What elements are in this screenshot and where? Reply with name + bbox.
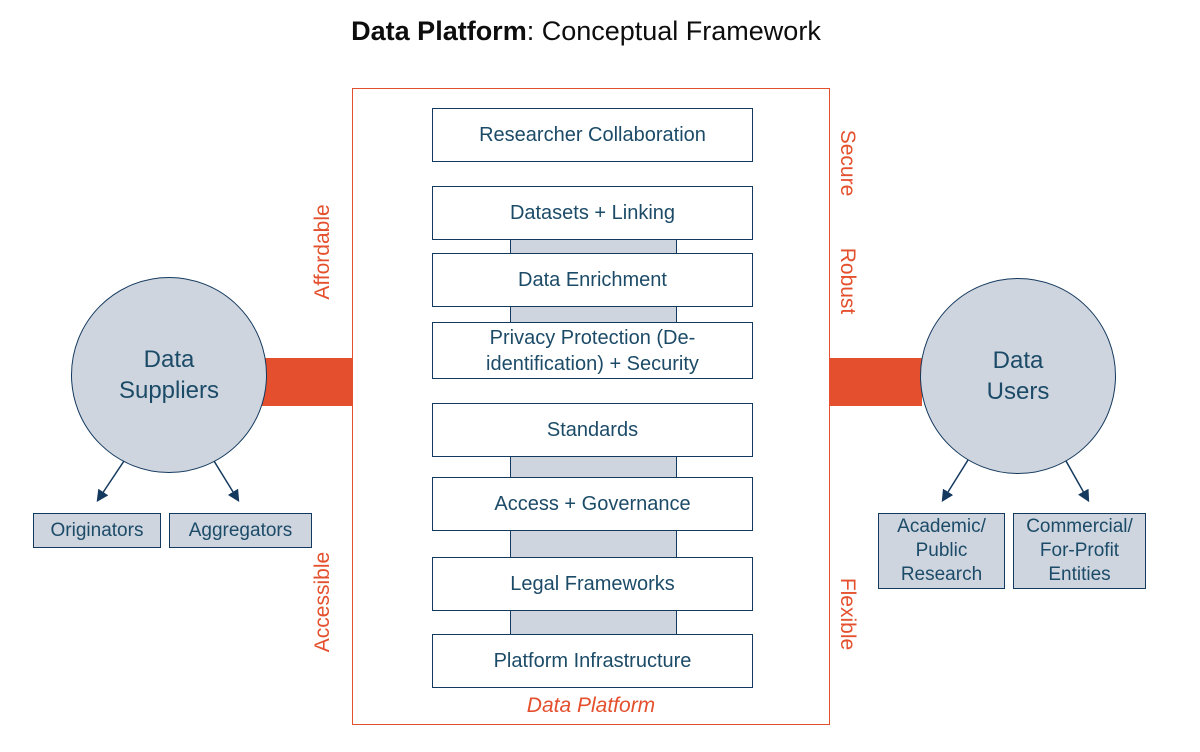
connector-legal-infrastructure: [510, 610, 677, 635]
layer-researcher-collaboration: Researcher Collaboration: [432, 108, 753, 162]
page-title-text: Data Platform: Conceptual Framework: [351, 16, 821, 46]
attribute-affordable: Affordable: [311, 204, 334, 300]
aggregators-box: Aggregators: [169, 513, 312, 548]
connector-datasets-enrichment: [510, 239, 677, 254]
page-title: Data Platform: Conceptual Framework: [0, 16, 1200, 47]
platform-caption: Data Platform: [526, 694, 656, 717]
connector-enrichment-privacy: [510, 306, 677, 323]
arrow-users-to-commercial: [1065, 460, 1090, 503]
layer-datasets-linking: Datasets + Linking: [432, 186, 753, 240]
arrow-users-to-academic: [941, 459, 969, 503]
users-flow-bar: [829, 358, 922, 406]
layer-privacy-security: Privacy Protection (De- identification) …: [432, 322, 753, 379]
originators-box: Originators: [33, 513, 161, 548]
suppliers-flow-bar: [262, 358, 353, 406]
title-rest: : Conceptual Framework: [526, 16, 821, 46]
layer-data-enrichment: Data Enrichment: [432, 253, 753, 307]
attribute-accessible: Accessible: [311, 551, 334, 653]
attribute-robust: Robust: [836, 247, 859, 315]
data-suppliers-circle: Data Suppliers: [71, 277, 267, 473]
layer-access-governance: Access + Governance: [432, 477, 753, 531]
commercial-for-profit-box: Commercial/ For-Profit Entities: [1013, 513, 1146, 589]
arrow-suppliers-to-originators: [96, 460, 125, 502]
layer-standards: Standards: [432, 403, 753, 457]
layer-legal-frameworks: Legal Frameworks: [432, 557, 753, 611]
arrow-suppliers-to-aggregators: [213, 460, 240, 503]
academic-public-research-box: Academic/ Public Research: [878, 513, 1005, 589]
layer-platform-infrastructure: Platform Infrastructure: [432, 634, 753, 688]
connector-standards-access: [510, 456, 677, 478]
connector-access-legal: [510, 530, 677, 558]
data-users-circle: Data Users: [920, 278, 1116, 474]
title-emphasis: Data Platform: [351, 16, 527, 46]
attribute-flexible: Flexible: [836, 577, 859, 651]
attribute-secure: Secure: [836, 129, 859, 197]
